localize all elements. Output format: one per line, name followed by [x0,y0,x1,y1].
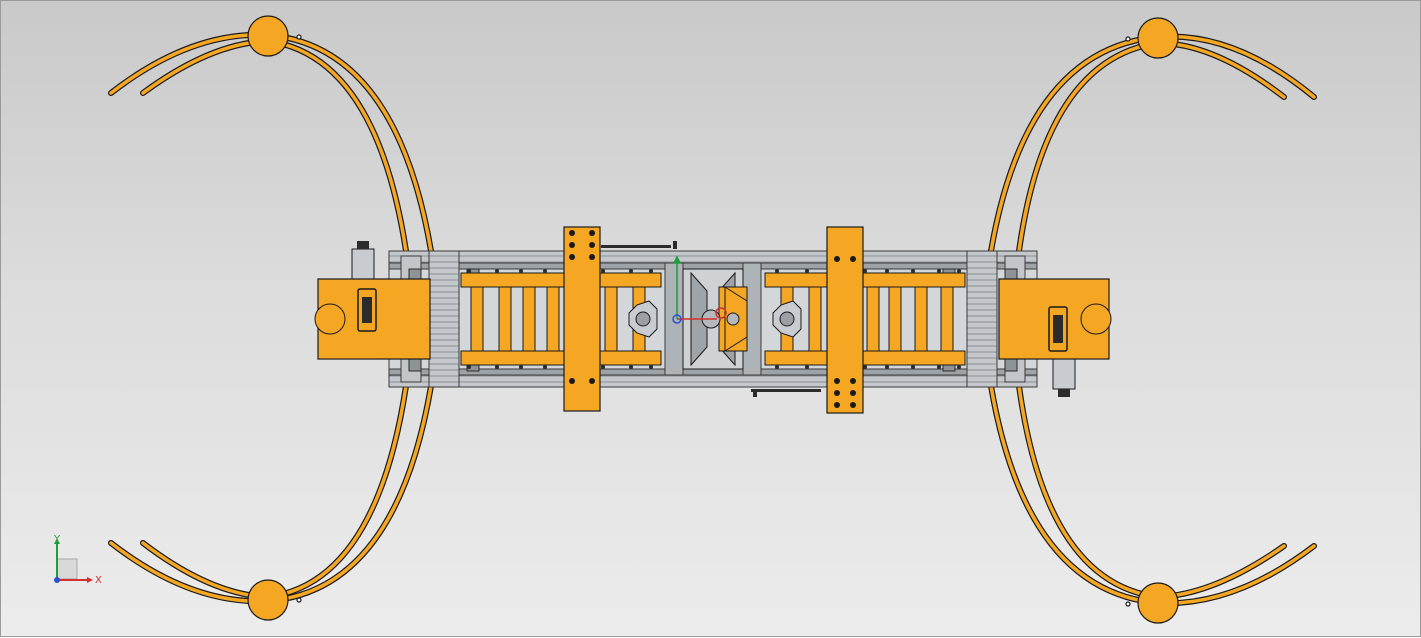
carriage-plate-left [563,226,601,412]
part-origin-triad [672,255,727,324]
right-rail-assembly [764,272,966,366]
triad-x-label: X [95,575,102,586]
triad-y-label: Y [54,534,61,545]
wheel-hub-bottom-right [1137,582,1179,624]
wheel-hub-bottom-left [247,579,289,621]
motor-mounts [628,300,802,338]
wheel-hubs [247,15,1179,624]
carriage-plate-right [826,226,864,414]
wheel-hub-top-left [247,15,289,57]
small-details [601,241,821,397]
triad-plane-square [56,558,78,580]
end-block-right [998,278,1112,397]
rail-bolts [467,269,961,369]
view-triad [54,538,93,583]
wheel-hub-top-right [1137,17,1179,59]
end-block-left [314,241,431,360]
triad-z-axis [54,577,60,583]
